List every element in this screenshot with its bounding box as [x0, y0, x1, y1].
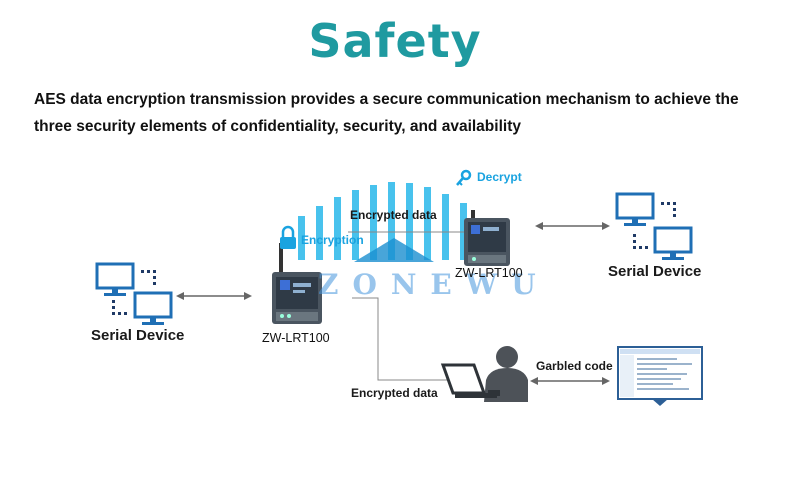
bottom-link-label: Encrypted data — [351, 386, 438, 400]
garbled-label: Garbled code — [536, 359, 613, 373]
right-device-dots — [633, 202, 676, 249]
lock-icon — [280, 225, 296, 249]
left-router-icon — [272, 243, 322, 324]
left-device-monitor-2 — [133, 291, 173, 325]
description-line-1: AES data encryption transmission provide… — [34, 91, 739, 108]
left-device-label: Serial Device — [91, 327, 185, 344]
watermark: ZONEWU — [318, 268, 550, 301]
screen-icon — [617, 346, 703, 406]
description-line-2: three security elements of confidentiali… — [34, 118, 521, 135]
top-link-label: Encrypted data — [350, 208, 437, 222]
encryption-badge: Encryption — [301, 233, 364, 247]
right-device-monitor-2 — [653, 226, 693, 260]
key-icon — [456, 169, 472, 186]
bottom-link-line — [352, 297, 448, 381]
page-title: Safety — [308, 14, 482, 68]
left-device-dots — [112, 270, 156, 315]
right-device-label: Serial Device — [608, 263, 702, 280]
right-device-monitor-1 — [615, 192, 655, 226]
description: AES data encryption transmission provide… — [34, 86, 774, 140]
left-device-monitor-1 — [95, 262, 135, 296]
decrypt-badge: Decrypt — [477, 170, 522, 184]
right-router-icon — [464, 210, 510, 266]
right-router-model: ZW-LRT100 — [455, 266, 523, 280]
left-router-model: ZW-LRT100 — [262, 331, 330, 345]
hacker-icon — [440, 346, 528, 402]
up-arrow-shape — [354, 238, 434, 262]
